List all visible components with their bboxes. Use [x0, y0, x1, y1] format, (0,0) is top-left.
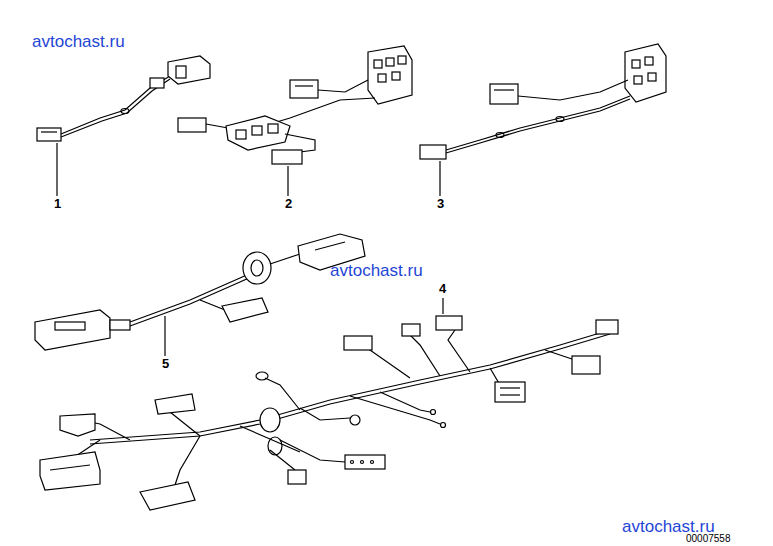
- drawing-code: 00007558: [686, 534, 731, 544]
- callout-number: 5: [161, 357, 170, 370]
- watermark: avtochast.ru: [330, 262, 423, 279]
- callout-number: 1: [53, 197, 62, 210]
- watermark: avtochast.ru: [32, 33, 125, 50]
- callout-number: 3: [436, 197, 445, 210]
- callout-number: 4: [438, 282, 447, 295]
- callout-number: 2: [284, 197, 293, 210]
- watermark: avtochast.ru: [622, 518, 715, 535]
